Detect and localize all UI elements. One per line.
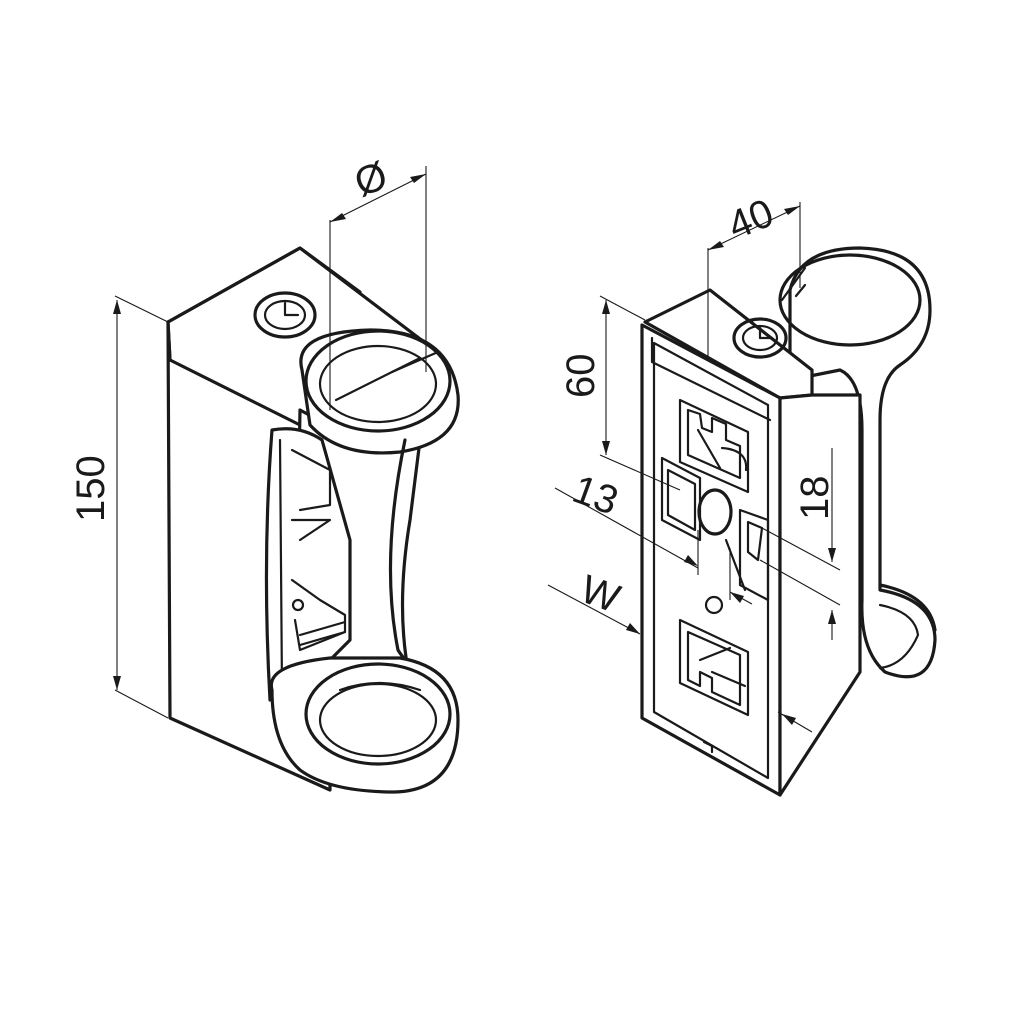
- dim-18-label: 18: [793, 476, 837, 521]
- dim-13-label: 13: [567, 467, 624, 524]
- dim-18: 18: [759, 448, 841, 640]
- screw-icon: [253, 291, 317, 339]
- screw-icon: [732, 317, 788, 359]
- left-bracket-view: [166, 246, 460, 794]
- diameter-label: Ø: [349, 153, 393, 205]
- height-150-label: 150: [69, 455, 113, 522]
- dim-w-label: W: [575, 567, 626, 621]
- height-60-dimension: 60: [559, 295, 681, 491]
- right-bracket-view: [640, 246, 937, 797]
- height-60-label: 60: [559, 354, 603, 399]
- height-150-dimension: 150: [69, 295, 169, 719]
